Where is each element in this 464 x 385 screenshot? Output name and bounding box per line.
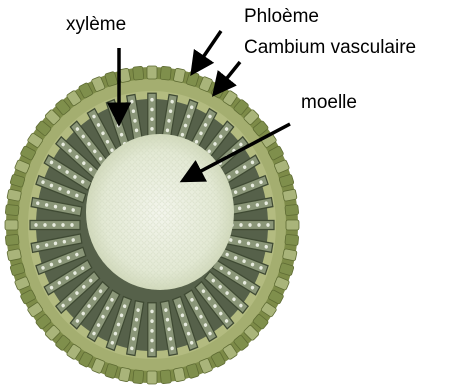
outer-cell	[160, 66, 171, 80]
outer-cell	[160, 370, 171, 384]
outer-cell	[7, 249, 22, 261]
outer-cell	[173, 367, 185, 382]
outer-cell	[173, 68, 185, 83]
pith-cells	[86, 134, 234, 290]
xylem-ray	[30, 220, 80, 229]
outer-cell	[285, 204, 299, 215]
outer-cell	[282, 189, 297, 201]
label-xylem: xylème	[66, 14, 126, 35]
outer-cell	[285, 234, 299, 245]
xylem-ray	[148, 303, 156, 357]
outer-cell	[286, 220, 299, 230]
label-cambium: Cambium vasculaire	[244, 37, 416, 58]
outer-cell	[282, 249, 297, 261]
label-pith: moelle	[301, 92, 357, 113]
outer-cell	[5, 204, 19, 215]
outer-cell	[5, 234, 19, 245]
label-phloem: Phloème	[244, 6, 319, 27]
outer-cell	[7, 189, 22, 201]
outer-cell	[133, 66, 144, 80]
arrow-cambium	[215, 62, 240, 93]
outer-cell	[5, 220, 18, 230]
arrow-phloem	[193, 31, 221, 72]
outer-cell	[133, 370, 144, 384]
outer-cell	[147, 66, 157, 79]
stem-section	[5, 66, 299, 384]
outer-cell	[147, 371, 157, 384]
outer-cell	[118, 367, 130, 382]
